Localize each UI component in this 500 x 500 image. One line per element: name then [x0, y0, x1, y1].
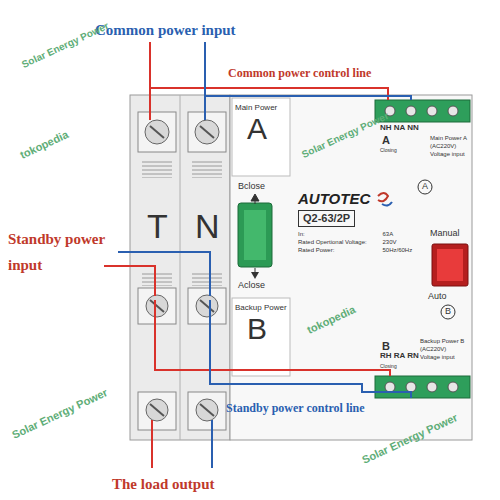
handle-label: Aclose: [238, 281, 265, 291]
terminal-letter: B: [382, 340, 390, 352]
terminal-note: Main Power A: [430, 135, 467, 142]
terminal-note: Voltage input: [430, 151, 465, 158]
handle-label: Bclose: [238, 182, 265, 192]
rating-text: 230V: [383, 239, 422, 246]
switch-label: Manual: [430, 229, 460, 239]
rating-text: 50Hz/60Hz: [383, 247, 422, 254]
callout-text: The load output: [112, 476, 215, 493]
rating-text: In:: [298, 231, 377, 238]
panel-letter: A: [247, 112, 287, 147]
backup-power-panel: Backup PowerB: [233, 301, 289, 349]
rating-text: Rated Power:: [298, 247, 377, 254]
terminal-note: (AC220V): [420, 346, 446, 353]
rating-text: Rated Opertional Voltage:: [298, 239, 377, 246]
brand-name: AUTOTEC: [298, 190, 422, 207]
main-power-panel: Main PowerA: [233, 101, 289, 149]
rating-text: 63A: [383, 231, 422, 238]
indicator-letter: A: [422, 182, 428, 192]
watermark: Solar Energy Power: [10, 386, 109, 441]
watermark: Solar Energy Power: [20, 20, 110, 70]
callout-text: Standby power control line: [226, 402, 365, 415]
pole-letter: T: [147, 208, 168, 245]
terminal-note: (AC220V): [430, 143, 456, 150]
model-number: Q2-63/2P: [298, 210, 355, 227]
terminal-names: NH NA NN: [380, 124, 419, 133]
terminal-note: Closing: [380, 148, 397, 154]
switch-label: Auto: [428, 292, 447, 302]
callout-text: Common power control line: [228, 67, 371, 80]
watermark: tokopedia: [18, 128, 70, 161]
panel-caption: Backup Power: [235, 303, 287, 312]
terminal-note: Closing: [380, 364, 397, 370]
terminal-letter: A: [382, 134, 390, 146]
panel-letter: B: [247, 312, 287, 347]
callout-text: Common power input: [95, 22, 236, 39]
indicator-letter: B: [445, 307, 451, 317]
panel-caption: Main Power: [235, 103, 287, 112]
pole-letter: N: [195, 208, 220, 245]
callout-text: Standby power input: [8, 226, 108, 278]
name-plate: AUTOTEC Q2-63/2P In: 63A Rated Opertional Vo…: [296, 188, 424, 256]
terminal-note: Backup Power B: [420, 338, 464, 345]
terminal-note: Voltage input: [420, 354, 455, 361]
terminal-names: RH RA RN: [380, 352, 419, 361]
